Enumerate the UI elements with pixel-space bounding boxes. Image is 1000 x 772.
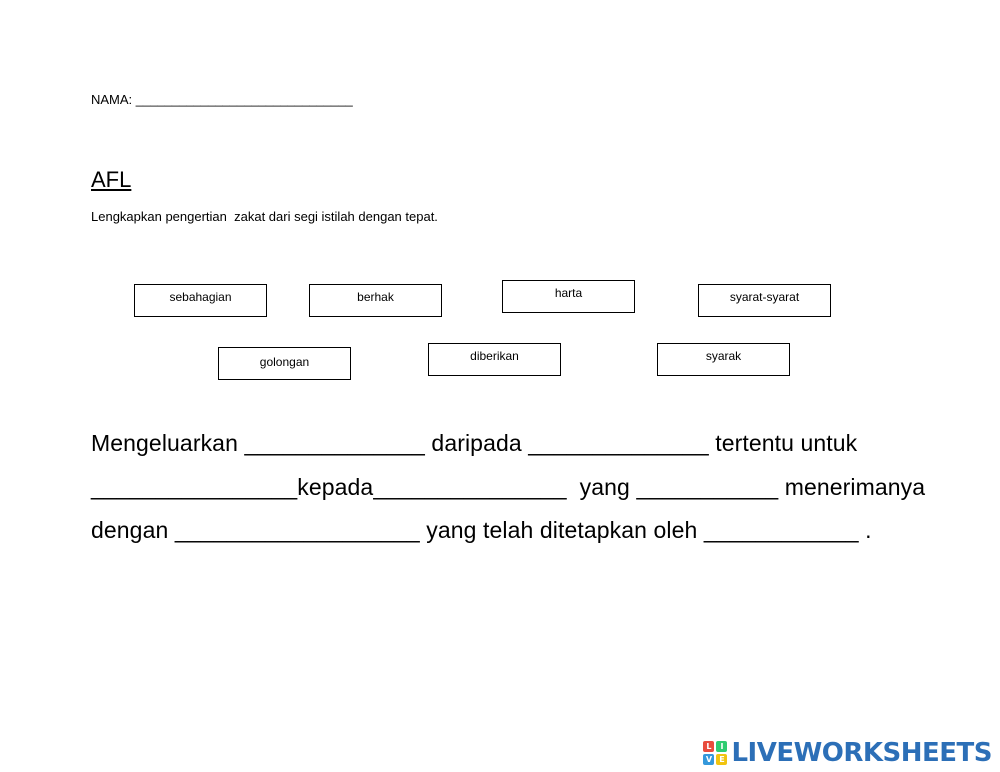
- word-box-harta[interactable]: harta: [502, 280, 635, 313]
- liveworksheets-logo[interactable]: L I V E LIVEWORKSHEETS: [703, 738, 992, 768]
- logo-letter: L: [703, 741, 715, 752]
- logo-wordmark: LIVEWORKSHEETS: [731, 738, 992, 768]
- word-box-diberikan[interactable]: diberikan: [428, 343, 561, 376]
- sentence-line-3: dengan ___________________ yang telah di…: [91, 517, 872, 543]
- word-box-berhak[interactable]: berhak: [309, 284, 442, 317]
- logo-letter: E: [716, 754, 728, 765]
- page-title: AFL: [91, 167, 132, 192]
- instruction-text: Lengkapkan pengertian zakat dari segi is…: [91, 209, 438, 224]
- word-box-sebahagian[interactable]: sebahagian: [134, 284, 267, 317]
- word-box-golongan[interactable]: golongan: [218, 347, 351, 380]
- word-box-syarak[interactable]: syarak: [657, 343, 790, 376]
- logo-letter: I: [716, 741, 728, 752]
- logo-letter: V: [703, 754, 715, 765]
- sentence-line-1: Mengeluarkan ______________ daripada ___…: [91, 430, 858, 456]
- sentence-line-2: ________________kepada_______________ ya…: [91, 474, 926, 500]
- logo-mark-icon: L I V E: [703, 741, 728, 765]
- name-field-label: NAMA: ______________________________: [91, 92, 353, 107]
- word-box-syarat-syarat[interactable]: syarat-syarat: [698, 284, 831, 317]
